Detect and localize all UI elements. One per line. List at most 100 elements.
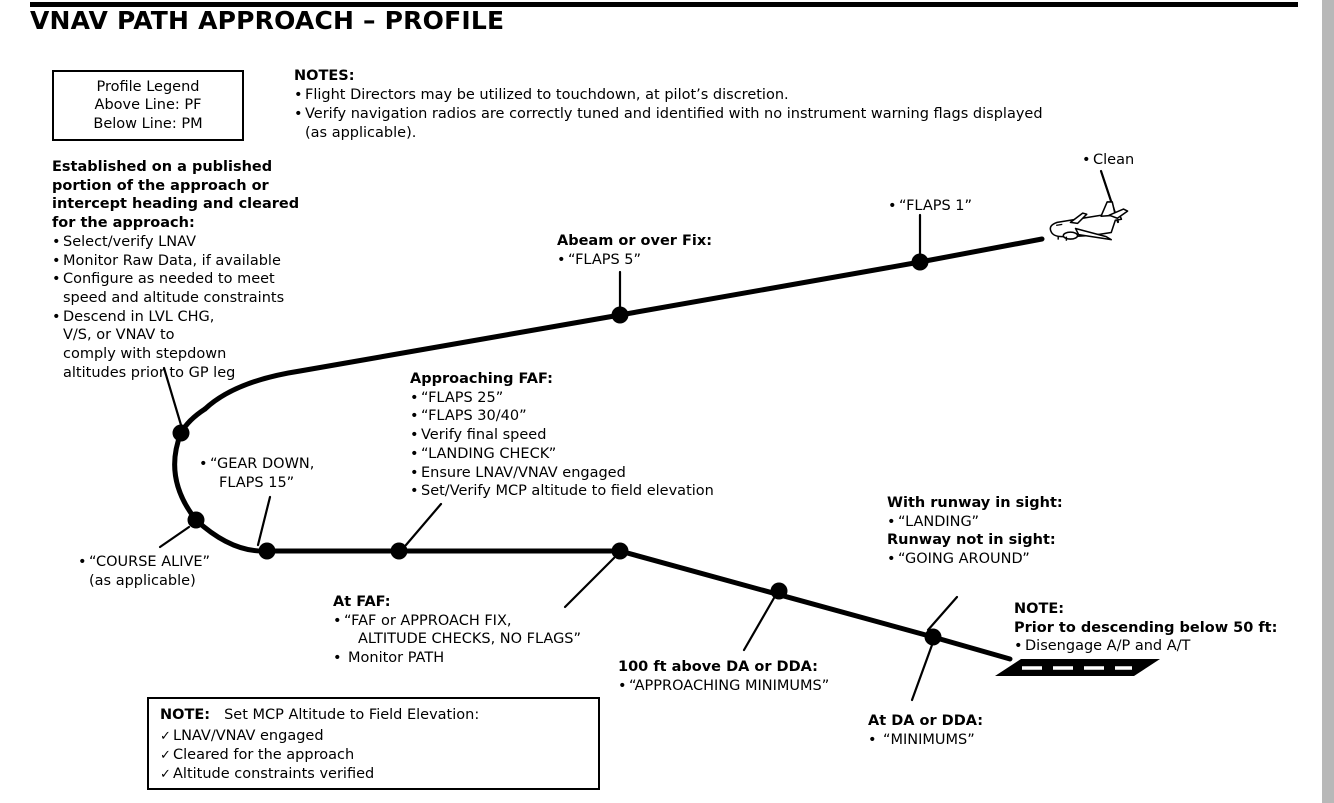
course-alive-callout: •“COURSE ALIVE” (as applicable)	[78, 553, 210, 590]
runway-symbol	[995, 659, 1160, 676]
approaching-faf-item-6: •Set/Verify MCP altitude to field elevat…	[410, 483, 714, 500]
leader-approaching-faf	[404, 502, 443, 547]
abeam-fix-callout: Abeam or over Fix: •“FLAPS 5”	[557, 232, 712, 269]
established-heading-1: Established on a published	[52, 159, 273, 175]
page-edge-strip	[1322, 0, 1334, 803]
notes-item-1: •Flight Directors may be utilized to tou…	[294, 86, 789, 103]
established-heading-3: intercept heading and cleared	[52, 196, 300, 213]
approaching-faf-item-5: •Ensure LNAV/VNAV engaged	[410, 464, 626, 481]
gear-down-line-1: •“GEAR DOWN,	[199, 456, 315, 472]
at-da-item: •“MINIMUMS”	[868, 731, 975, 748]
legend-line-3: Below Line: PM	[93, 115, 203, 132]
approaching-faf-item-4: •“LANDING CHECK”	[410, 445, 557, 462]
page-title: VNAV PATH APPROACH – PROFILE	[30, 6, 505, 35]
hundred-above-item: •“APPROACHING MINIMUMS”	[618, 677, 830, 694]
note-mcp-check-list: ✓LNAV/VNAV engaged ✓Cleared for the appr…	[160, 727, 598, 784]
hundred-above-callout: 100 ft above DA or DDA: •“APPROACHING MI…	[618, 658, 829, 695]
established-heading-2: portion of the approach or	[52, 177, 269, 194]
hundred-above-node	[770, 582, 788, 600]
leader-at-da	[910, 643, 934, 702]
abeam-fix-heading: Abeam or over Fix:	[557, 233, 713, 249]
note-mcp-head: NOTE: Set MCP Altitude to Field Elevation…	[160, 706, 598, 725]
path-flaps1-to-flaps5	[617, 259, 923, 318]
course-alive-line-1: •“COURSE ALIVE”	[78, 554, 211, 570]
check-icon: ✓	[160, 748, 171, 764]
notes-item-2: •Verify navigation radios are correctly …	[294, 105, 1043, 122]
approaching-faf-item-3: •Verify final speed	[410, 427, 547, 444]
leader-course-alive	[158, 525, 191, 549]
leader-runway-sight	[926, 595, 959, 632]
at-faf-item-1-line-1: •“FAF or APPROACH FIX,	[333, 612, 512, 629]
at-da-node	[924, 628, 942, 646]
notes-item-2-cont: (as applicable).	[305, 124, 417, 141]
approaching-faf-heading: Approaching FAF:	[410, 371, 553, 387]
at-faf-node	[611, 542, 629, 560]
title-rule	[30, 2, 1298, 7]
gear-down-line-2: FLAPS 15”	[219, 474, 295, 491]
note-mcp-check-3: ✓Altitude constraints verified	[160, 766, 375, 783]
legend-line-2: Above Line: PF	[94, 97, 202, 114]
notes-block: NOTES: •Flight Directors may be utilized…	[294, 67, 1043, 142]
leader-clean	[1099, 169, 1120, 224]
established-heading-4: for the approach:	[52, 215, 195, 232]
note-50ft-item: •Disengage A/P and A/T	[1014, 638, 1191, 655]
note-50ft-heading: NOTE:	[1014, 601, 1065, 617]
notes-heading: NOTES:	[294, 68, 355, 84]
path-turn-to-level	[193, 517, 270, 554]
path-turn-arc	[178, 406, 208, 436]
runway-in-sight-item: •“LANDING”	[887, 513, 979, 530]
at-da-heading: At DA or DDA:	[868, 713, 984, 729]
at-da-callout: At DA or DDA: •“MINIMUMS”	[868, 712, 983, 749]
runway-in-sight-heading: With runway in sight:	[887, 495, 1063, 511]
flaps5-node	[611, 306, 629, 324]
established-item-2: •Monitor Raw Data, if available	[52, 252, 281, 269]
at-faf-heading: At FAF:	[333, 594, 391, 610]
course-alive-line-2: (as applicable)	[89, 572, 196, 589]
check-icon: ✓	[160, 729, 171, 745]
flaps1-callout: •“FLAPS 1”	[888, 197, 972, 216]
path-turn-arc-lower	[172, 430, 199, 523]
profile-legend-box: Profile Legend Above Line: PF Below Line…	[52, 70, 244, 141]
airplane-side-view-icon	[1049, 201, 1129, 241]
established-block: Established on a published portion of th…	[52, 158, 299, 382]
established-item-3: •Configure as needed to meet	[52, 271, 275, 288]
clean-callout: •Clean	[1082, 151, 1134, 170]
approaching-faf-item-1: •“FLAPS 25”	[410, 389, 504, 406]
gear-down-node	[172, 424, 190, 442]
path-clean-to-flaps1	[917, 236, 1045, 265]
flaps1-item: •“FLAPS 1”	[888, 198, 973, 214]
note-mcp-text: Set MCP Altitude to Field Elevation:	[224, 707, 480, 723]
configure-node	[258, 542, 276, 560]
established-item-4-cont-3: altitudes prior to GP leg	[63, 364, 236, 381]
runway-not-in-sight-heading: Runway not in sight:	[887, 532, 1056, 549]
note-50ft-subheading: Prior to descending below 50 ft:	[1014, 619, 1278, 636]
abeam-fix-item: •“FLAPS 5”	[557, 251, 642, 268]
note-50ft-callout: NOTE: Prior to descending below 50 ft: •…	[1014, 600, 1277, 656]
clean-item: •Clean	[1082, 152, 1135, 168]
note-mcp-check-2: ✓Cleared for the approach	[160, 747, 355, 764]
clean-node	[911, 253, 929, 271]
gear-down-callout: •“GEAR DOWN, FLAPS 15”	[199, 455, 314, 492]
approaching-faf-callout: Approaching FAF: •“FLAPS 25” •“FLAPS 30/…	[410, 370, 714, 501]
established-item-4-cont-1: V/S, or VNAV to	[63, 327, 175, 344]
hundred-above-heading: 100 ft above DA or DDA:	[618, 659, 818, 675]
established-item-3-cont: speed and altitude constraints	[63, 289, 285, 306]
runway-sight-callout: With runway in sight: •“LANDING” Runway …	[887, 494, 1063, 569]
at-faf-item-2: •Monitor PATH	[333, 650, 445, 667]
leader-hundred-above	[742, 596, 776, 652]
legend-line-1: Profile Legend	[96, 78, 200, 95]
established-item-1: •Select/verify LNAV	[52, 233, 196, 250]
approaching-faf-node	[390, 542, 408, 560]
established-item-4-cont-2: comply with stepdown	[63, 346, 227, 363]
check-icon: ✓	[160, 767, 171, 783]
established-item-4: •Descend in LVL CHG,	[52, 308, 215, 325]
at-faf-item-1-line-2: ALTITUDE CHECKS, NO FLAGS”	[358, 631, 582, 648]
runway-not-in-sight-item: •“GOING AROUND”	[887, 551, 1030, 568]
at-faf-callout: At FAF: •“FAF or APPROACH FIX, ALTITUDE …	[333, 593, 581, 668]
approaching-faf-item-2: •“FLAPS 30/40”	[410, 408, 527, 425]
note-mcp-check-1: ✓LNAV/VNAV engaged	[160, 728, 324, 745]
note-mcp-box: NOTE: Set MCP Altitude to Field Elevation…	[147, 697, 600, 790]
note-mcp-label: NOTE:	[160, 707, 211, 723]
course-alive-node	[187, 511, 205, 529]
